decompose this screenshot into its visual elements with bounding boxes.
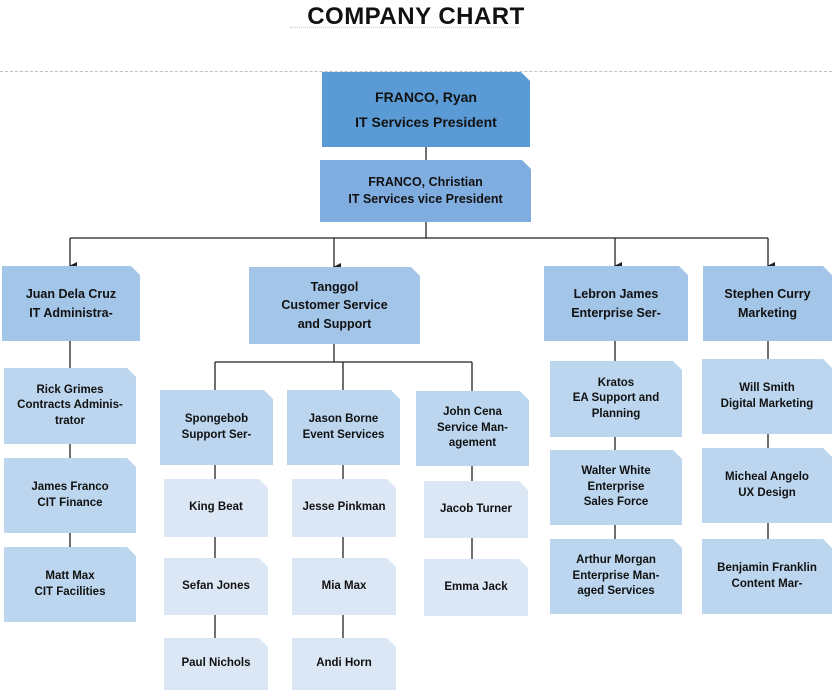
cs-manager-box[interactable]: John Cena Service Man- agement (416, 391, 529, 466)
dept-it-admin-name: Juan Dela Cruz (25, 287, 117, 302)
dept-marketing-role: Marketing (737, 305, 798, 320)
dept-enterprise-box[interactable]: Lebron James Enterprise Ser- (544, 266, 688, 341)
cs-manager-box[interactable]: Spongebob Support Ser- (160, 390, 273, 465)
it-admin-member-box[interactable]: Rick Grimes Contracts Adminis- trator (4, 368, 136, 444)
member-name: Micheal Angelo (725, 470, 809, 483)
staff-name: Jacob Turner (440, 502, 512, 515)
manager-role: Event Services (302, 428, 385, 441)
cs-staff-box[interactable]: Andi Horn (292, 638, 396, 690)
manager-role: Service Man- (437, 421, 508, 434)
dept-enterprise-name: Lebron James (573, 287, 659, 302)
member-role: EA Support and (572, 392, 660, 405)
it-admin-member-box[interactable]: James Franco CIT Finance (4, 458, 136, 533)
president-box[interactable]: FRANCO, Ryan IT Services President (322, 72, 530, 147)
member-role: Enterprise Man- (572, 569, 660, 582)
staff-name: King Beat (189, 501, 243, 514)
member-role: CIT Finance (37, 496, 103, 509)
vice-president-role: IT Services vice President (348, 192, 503, 206)
staff-name: Mia Max (321, 579, 367, 592)
manager-name: Jason Borne (308, 412, 379, 425)
member-name: Arthur Morgan (576, 554, 656, 567)
member-role: Enterprise (587, 480, 645, 493)
member-role-cont: Planning (591, 407, 641, 420)
staff-name: Paul Nichols (181, 657, 251, 670)
marketing-member-box[interactable]: Micheal Angelo UX Design (702, 448, 832, 523)
cs-staff-box[interactable]: Paul Nichols (164, 638, 268, 690)
member-role-cont: Sales Force (583, 496, 649, 509)
cs-staff-box[interactable]: Jacob Turner (424, 481, 528, 538)
cs-staff-box[interactable]: Mia Max (292, 558, 396, 615)
member-role: Content Mar- (731, 577, 803, 590)
it-admin-member-box[interactable]: Matt Max CIT Facilities (4, 547, 136, 622)
dept-customer-service-box[interactable]: Tanggol Customer Service and Support (249, 267, 420, 344)
cs-staff-box[interactable]: King Beat (164, 479, 268, 537)
member-name: James Franco (31, 480, 109, 493)
member-name: Matt Max (45, 569, 95, 582)
member-name: Walter White (581, 465, 651, 478)
chart-title: COMPANY CHART (307, 3, 525, 30)
dept-cs-line1: Tanggol (310, 280, 359, 295)
member-name: Benjamin Franklin (717, 561, 817, 574)
header-divider (0, 71, 832, 72)
member-role: Contracts Adminis- (17, 399, 123, 412)
dept-it-admin-box[interactable]: Juan Dela Cruz IT Administra- (2, 266, 140, 341)
member-role: CIT Facilities (34, 585, 106, 598)
dept-enterprise-role: Enterprise Ser- (571, 305, 661, 320)
title-underline (290, 27, 520, 28)
cs-staff-box[interactable]: Sefan Jones (164, 558, 268, 615)
manager-role-cont: agement (448, 437, 497, 450)
member-role: Digital Marketing (720, 397, 814, 410)
cs-staff-box[interactable]: Emma Jack (424, 559, 528, 616)
member-role: UX Design (738, 486, 796, 499)
staff-name: Sefan Jones (182, 579, 250, 592)
dept-cs-line2: Customer Service (281, 298, 388, 313)
dept-marketing-box[interactable]: Stephen Curry Marketing (703, 266, 832, 341)
enterprise-member-box[interactable]: Walter White Enterprise Sales Force (550, 450, 682, 525)
president-name: FRANCO, Ryan (375, 89, 477, 105)
staff-name: Andi Horn (316, 657, 372, 670)
member-name: Rick Grimes (36, 383, 104, 396)
dept-marketing-name: Stephen Curry (724, 287, 811, 302)
member-role-cont: trator (54, 414, 86, 427)
staff-name: Jesse Pinkman (302, 501, 386, 514)
marketing-member-box[interactable]: Will Smith Digital Marketing (702, 359, 832, 434)
cs-staff-box[interactable]: Jesse Pinkman (292, 479, 396, 537)
member-name: Will Smith (739, 381, 795, 394)
member-name: Kratos (597, 376, 635, 389)
manager-name: Spongebob (184, 412, 249, 425)
dept-cs-line3: and Support (297, 316, 372, 331)
cs-manager-box[interactable]: Jason Borne Event Services (287, 390, 400, 465)
staff-name: Emma Jack (444, 580, 508, 593)
marketing-member-box[interactable]: Benjamin Franklin Content Mar- (702, 539, 832, 614)
vice-president-box[interactable]: FRANCO, Christian IT Services vice Presi… (320, 160, 531, 222)
manager-role: Support Ser- (181, 428, 252, 441)
vice-president-name: FRANCO, Christian (368, 175, 483, 190)
manager-name: John Cena (443, 406, 502, 419)
enterprise-member-box[interactable]: Kratos EA Support and Planning (550, 361, 682, 437)
enterprise-member-box[interactable]: Arthur Morgan Enterprise Man- aged Servi… (550, 539, 682, 614)
member-role-cont: aged Services (577, 585, 655, 598)
president-role: IT Services President (355, 113, 497, 130)
dept-it-admin-role: IT Administra- (29, 305, 113, 320)
